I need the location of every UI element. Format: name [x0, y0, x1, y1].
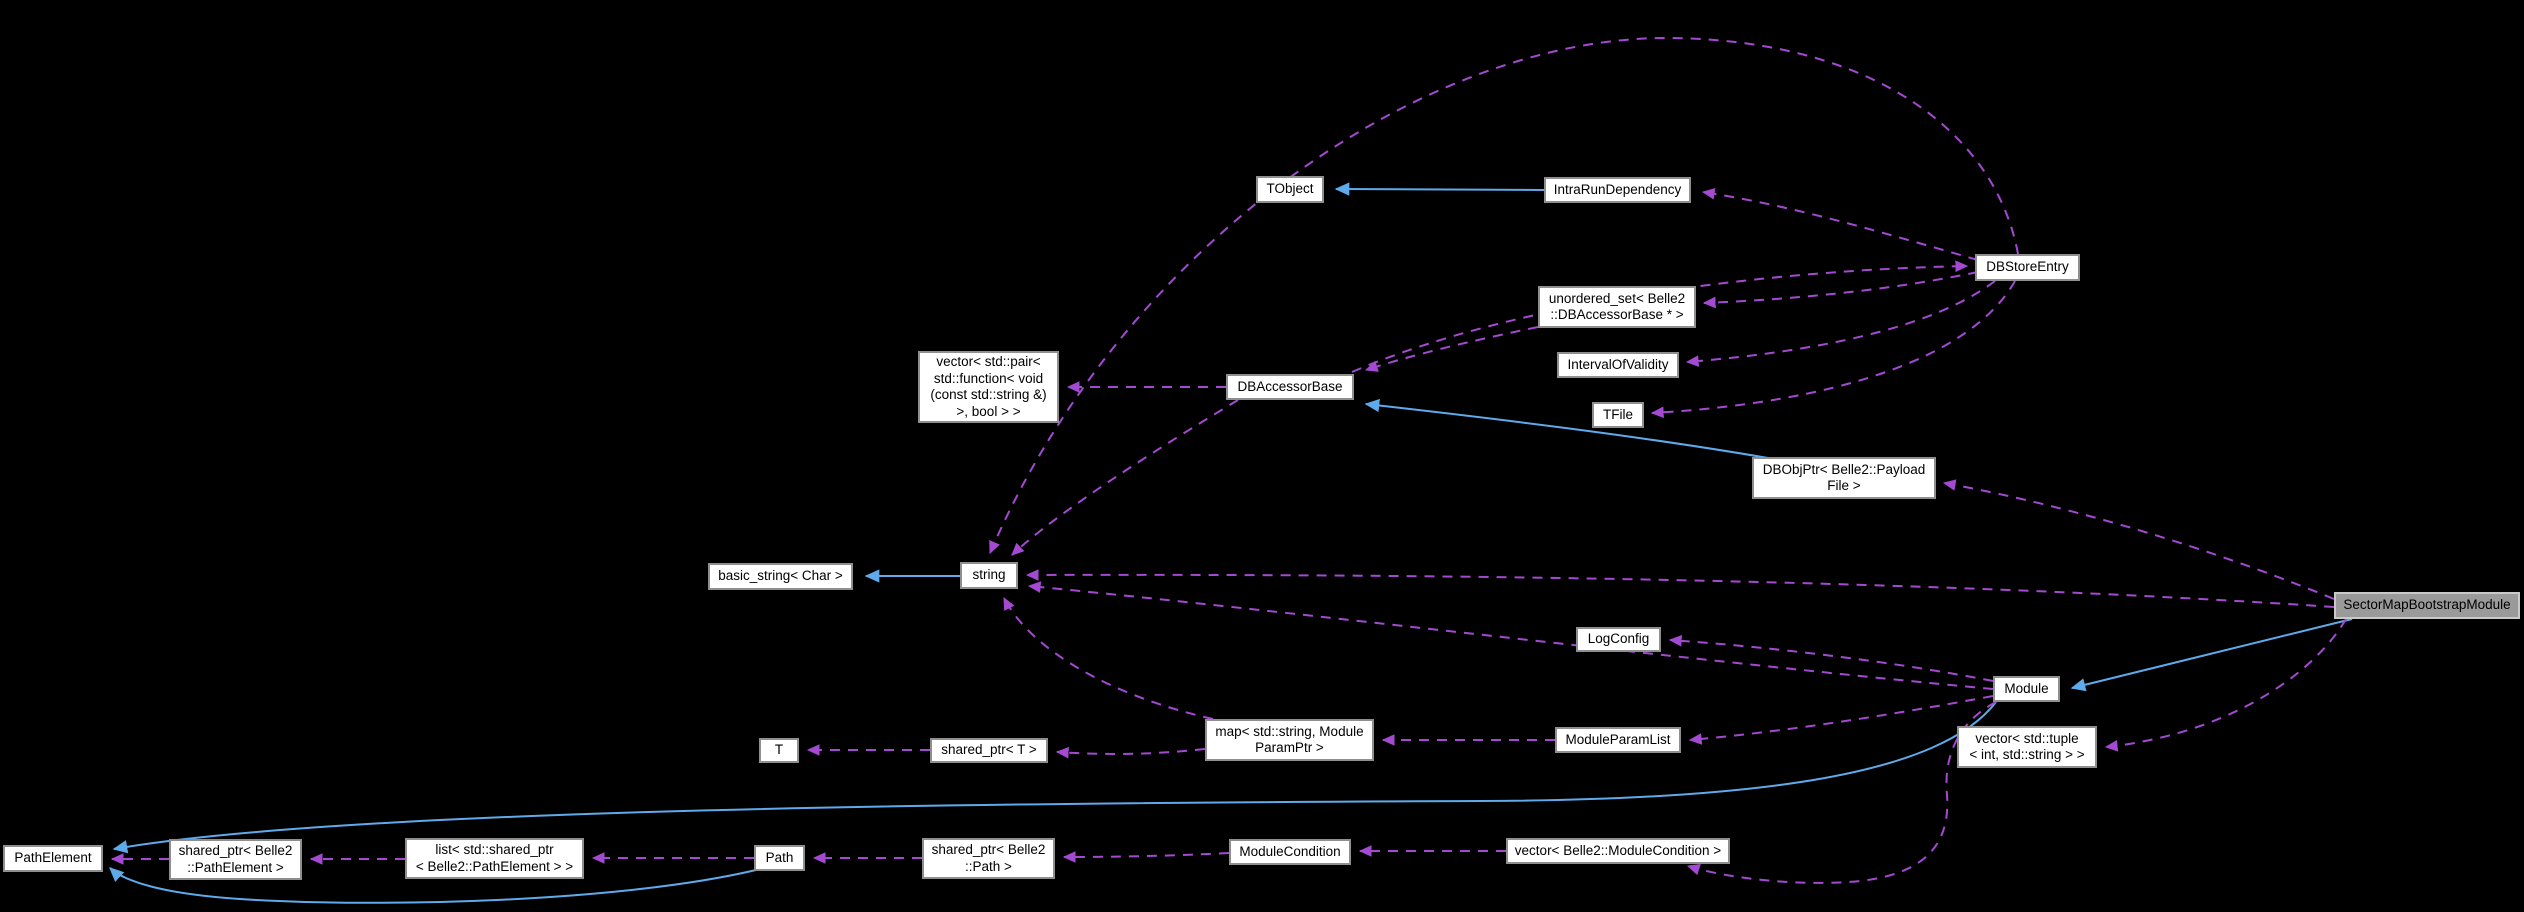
class-node-tobject[interactable]: TObject	[1256, 176, 1324, 203]
class-node-label: vector< Belle2::ModuleCondition >	[1514, 842, 1722, 858]
class-node-label: ParamPtr >	[1255, 740, 1324, 755]
class-node-tfile[interactable]: TFile	[1592, 402, 1644, 428]
edge-map-uses-string	[1003, 596, 1214, 720]
class-node-label: ModuleParamList	[1565, 731, 1671, 747]
class-node-label: shared_ptr< T >	[941, 742, 1037, 758]
class-node-sectormapbootstrapmodule[interactable]: SectorMapBootstrapModule	[2334, 592, 2520, 619]
class-node-label: std::function< void	[933, 370, 1044, 386]
class-node-label: vector< std::pair<	[936, 354, 1041, 369]
edge-module-uses-moduleparamlist	[1688, 695, 1994, 745]
class-node-label: string	[972, 567, 1006, 583]
edge-map-uses-shared-ptr-t	[1055, 746, 1206, 759]
class-node-shared-ptr-t[interactable]: shared_ptr< T >	[930, 738, 1048, 763]
edge-dbstoreentry-uses-unordered-set	[1702, 271, 1979, 309]
class-node-label: SectorMapBootstrapModule	[2343, 597, 2511, 613]
class-node-basic-string-char[interactable]: basic_string< Char >	[708, 563, 853, 590]
class-node-label: < Belle2::PathElement > >	[415, 858, 574, 874]
edge-intrarundependency-inherits-tobject	[1334, 182, 1545, 196]
class-node-label: vector< std::tuple	[1975, 730, 2079, 746]
class-node-vector-pair-function[interactable]: vector< std::pair<std::function< void(co…	[918, 351, 1059, 423]
class-node-label: Path	[765, 849, 794, 865]
edge-sectormap-inherits-module	[2070, 618, 2353, 692]
edges-group	[109, 36, 2353, 904]
class-node-logconfig[interactable]: LogConfig	[1576, 627, 1661, 652]
class-node-t[interactable]: T	[759, 738, 799, 763]
edge-module-uses-logconfig	[1668, 634, 1994, 682]
class-node-label: map< std::string, Module	[1215, 723, 1364, 739]
class-node-shared-ptr-path[interactable]: shared_ptr< Belle2::Path >	[922, 838, 1055, 879]
class-node-label: ::DBAccessorBase * >	[1550, 307, 1684, 322]
class-node-label: TFile	[1603, 406, 1633, 422]
edge-dbaccessorbase-uses-string	[1011, 399, 1239, 556]
edge-module-uses-string	[1027, 581, 1994, 690]
edge-sectormap-uses-vector-tuple	[2104, 618, 2347, 752]
edge-dbstoreentry-uses-intrarundependency	[1701, 188, 1979, 261]
class-node-label: DBStoreEntry	[1986, 259, 2069, 275]
edge-sectormap-uses-dbobjptr	[1942, 479, 2335, 600]
class-node-list-shared-ptr-pathelement[interactable]: list< std::shared_ptr< Belle2::PathEleme…	[405, 838, 584, 879]
class-node-label: ::PathElement >	[187, 859, 284, 875]
class-node-module[interactable]: Module	[1993, 676, 2060, 702]
class-node-unordered-set-dbaccessorbase[interactable]: unordered_set< Belle2::DBAccessorBase * …	[1538, 286, 1696, 328]
class-node-label: File >	[1827, 478, 1861, 493]
class-node-pathelement[interactable]: PathElement	[3, 845, 103, 872]
edge-dbobjptr-inherits-dbaccessorbase	[1364, 398, 1769, 459]
class-node-label: unordered_set< Belle2	[1548, 290, 1686, 306]
class-node-intrarundependency[interactable]: IntraRunDependency	[1544, 177, 1691, 203]
class-node-label: ModuleCondition	[1239, 843, 1341, 859]
class-node-label: PathElement	[14, 850, 92, 866]
edge-dbstoreentry-uses-string	[989, 36, 2019, 555]
edge-module-uses-vector-modulecondition	[1686, 701, 1997, 884]
class-node-path[interactable]: Path	[754, 845, 805, 871]
class-node-moduleparamlist[interactable]: ModuleParamList	[1555, 727, 1681, 753]
class-node-label: DBAccessorBase	[1237, 378, 1343, 394]
class-node-label: >, bool > >	[956, 403, 1021, 419]
class-node-label: shared_ptr< Belle2	[178, 843, 293, 858]
class-node-vector-modulecondition[interactable]: vector< Belle2::ModuleCondition >	[1506, 838, 1730, 864]
class-node-dbaccessorbase[interactable]: DBAccessorBase	[1226, 374, 1354, 400]
class-node-label: T	[774, 742, 784, 758]
class-node-intervalofvalidity[interactable]: IntervalOfValidity	[1557, 352, 1679, 378]
class-node-label: ::Path >	[965, 858, 1012, 874]
class-node-label: Module	[2004, 680, 2049, 696]
edge-path-inherits-pathelement	[109, 867, 757, 904]
class-node-label: IntraRunDependency	[1553, 181, 1682, 197]
class-node-label: (const std::string &)	[930, 387, 1047, 402]
class-node-shared-ptr-pathelement[interactable]: shared_ptr< Belle2::PathElement >	[169, 839, 302, 880]
edge-modulecondition-uses-shared-ptr-path	[1062, 851, 1230, 863]
class-node-dbstoreentry[interactable]: DBStoreEntry	[1975, 254, 2080, 281]
class-node-string[interactable]: string	[960, 562, 1018, 589]
class-node-label: IntervalOfValidity	[1567, 356, 1669, 372]
class-node-label: list< std::shared_ptr	[435, 842, 554, 857]
edge-sectormap-uses-string	[1025, 569, 2335, 608]
class-node-label: TObject	[1266, 181, 1314, 197]
edge-unordered-set-uses-dbaccessorbase	[1364, 326, 1539, 372]
class-node-modulecondition[interactable]: ModuleCondition	[1229, 839, 1351, 865]
class-node-label: LogConfig	[1587, 631, 1650, 647]
class-node-label: DBObjPtr< Belle2::Payload	[1762, 461, 1926, 477]
edge-dbstoreentry-uses-intervalofvalidity	[1685, 280, 1996, 367]
class-node-label: basic_string< Char >	[718, 568, 843, 584]
edge-module-inherits-pathelement	[112, 701, 1997, 854]
class-node-label: shared_ptr< Belle2	[931, 842, 1046, 857]
class-node-vector-tuple-int-string[interactable]: vector< std::tuple< int, std::string > >	[1957, 726, 2097, 768]
edge-dbstoreentry-uses-tfile	[1650, 280, 2016, 419]
class-node-label: < int, std::string > >	[1969, 747, 2085, 762]
